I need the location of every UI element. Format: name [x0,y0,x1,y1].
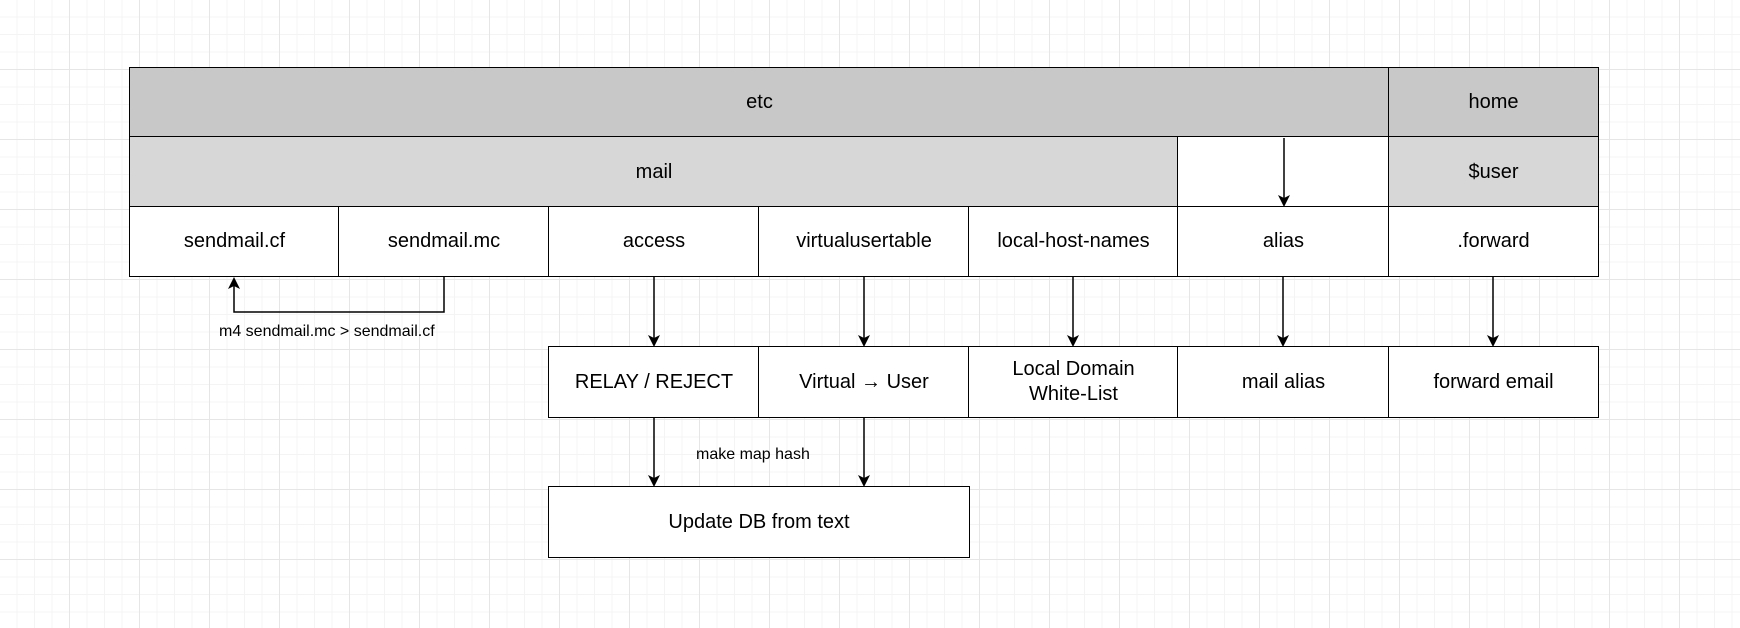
file-local-host-names: local-host-names [968,206,1179,277]
file-label: sendmail.mc [387,230,501,252]
mail-label: mail [635,160,673,183]
file-label: .forward [1457,230,1530,252]
result-label: forward email [1433,370,1554,393]
result-label: mail alias [1241,370,1326,393]
file-label: virtualusertable [796,230,932,252]
update-db-label: Update DB from text [668,510,850,533]
file-forward: .forward [1388,206,1599,277]
home-label: home [1468,91,1519,113]
update-db-box: Update DB from text [548,486,970,558]
result-virtual-user: Virtual → User [758,346,970,418]
etc-label: etc [746,91,773,113]
file-access: access [548,206,760,277]
m4-command-note: m4 sendmail.mc > sendmail.cf [219,323,435,340]
result-forward-email: forward email [1388,346,1599,418]
result-relay-reject: RELAY / REJECT [548,346,760,418]
file-label: access [622,230,686,252]
result-label: Local Domain White-List [1012,358,1135,405]
result-label: RELAY / REJECT [574,370,734,393]
result-local-domain-whitelist: Local Domain White-List [968,346,1179,418]
make-map-note: make map hash [696,446,810,463]
m4-arrow [228,277,445,313]
user-label: $user [1468,160,1519,183]
result-mail-alias: mail alias [1177,346,1390,418]
mail-directory: mail [129,136,1179,208]
file-sendmail-cf: sendmail.cf [129,206,340,277]
file-virtualusertable: virtualusertable [758,206,970,277]
etc-directory: etc [129,67,1390,138]
file-alias: alias [1177,206,1390,277]
file-label: sendmail.cf [183,230,286,252]
file-label: alias [1262,230,1305,252]
home-directory: home [1388,67,1599,138]
file-label: local-host-names [997,230,1150,252]
result-label: Virtual → User [799,370,929,393]
